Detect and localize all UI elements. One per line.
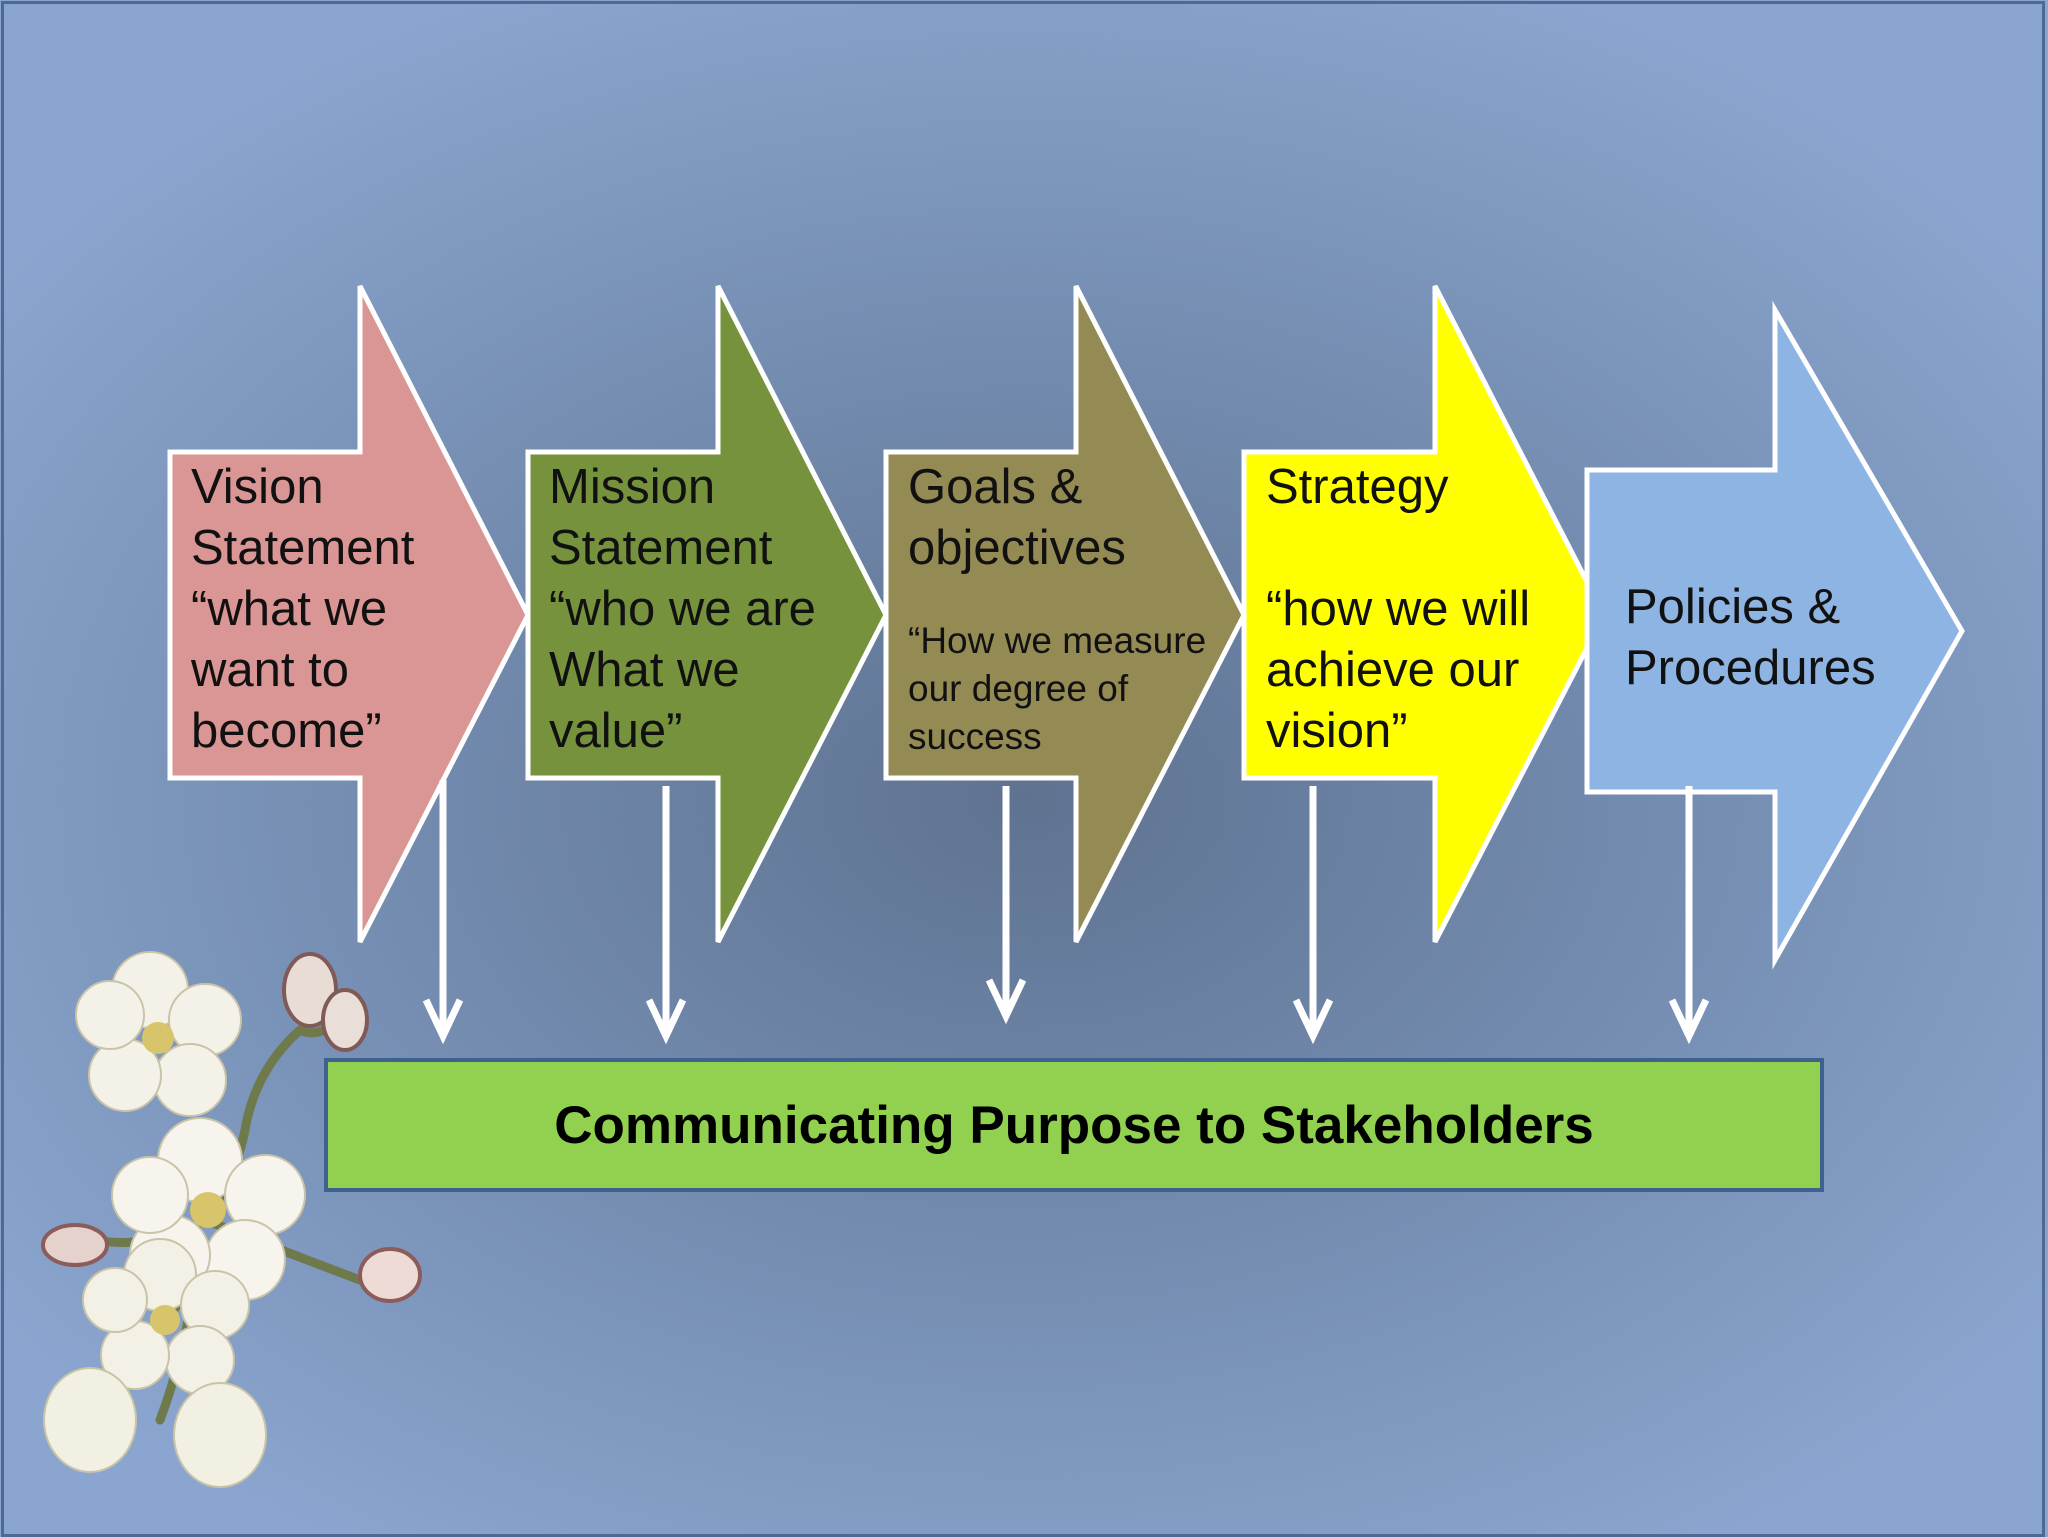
spacer — [908, 579, 1206, 617]
text-line: value” — [549, 704, 683, 758]
stakeholders-banner: Communicating Purpose to Stakeholders — [324, 1058, 1824, 1192]
step-label-strategy: Strategy “how we will achieve our vision… — [1266, 457, 1530, 762]
text-line: objectives — [908, 521, 1126, 575]
text-line: Statement — [549, 521, 773, 575]
connector-arrow-strategy — [1292, 786, 1334, 1045]
arrow-goals — [883, 284, 1247, 944]
arrow-mission — [525, 284, 889, 944]
text-line: What we — [549, 643, 740, 697]
text-line: Mission — [549, 460, 716, 514]
text-line: achieve our — [1266, 643, 1520, 697]
step-label-goals: Goals & objectives “How we measure our d… — [908, 457, 1206, 761]
text-line: become” — [191, 704, 382, 758]
arrow-policies — [1584, 300, 1965, 970]
blossom — [75, 951, 242, 1117]
connector-arrow-policies — [1668, 786, 1710, 1045]
step-label-vision: Vision Statement “what we want to become… — [191, 457, 414, 762]
text-line: want to — [191, 643, 349, 697]
arrow-vision — [167, 284, 531, 944]
text-line: vision” — [1266, 704, 1408, 758]
text-line: Statement — [191, 521, 415, 575]
text-line: “who we are — [549, 582, 816, 636]
text-line: “How we measure — [908, 620, 1207, 661]
text-line: our degree of — [908, 668, 1129, 709]
blossom — [43, 1367, 267, 1488]
text-line: Strategy — [1266, 460, 1449, 514]
connectors-layer — [422, 780, 1710, 1045]
bud — [41, 952, 422, 1303]
spacer — [1266, 518, 1530, 579]
arrows-layer — [167, 284, 1965, 970]
text-line: Goals & — [908, 460, 1083, 514]
step-label-policies: Policies & Procedures — [1625, 577, 1876, 699]
text-line: “how we will — [1266, 582, 1531, 636]
cherry-blossom-icon — [41, 951, 422, 1488]
text-line: Vision — [191, 460, 324, 514]
text-line: Policies & — [1625, 580, 1841, 634]
arrow-strategy — [1241, 284, 1607, 944]
banner-text: Communicating Purpose to Stakeholders — [554, 1095, 1594, 1155]
connector-arrow-goals — [985, 786, 1027, 1025]
text-line: success — [908, 716, 1042, 757]
connector-arrow-mission — [645, 786, 687, 1045]
blossom — [82, 1238, 250, 1395]
step-label-mission: Mission Statement “who we are What we va… — [549, 457, 816, 762]
connector-arrow-vision — [422, 780, 464, 1045]
text-line: “what we — [191, 582, 388, 636]
text-line: Procedures — [1625, 641, 1876, 695]
